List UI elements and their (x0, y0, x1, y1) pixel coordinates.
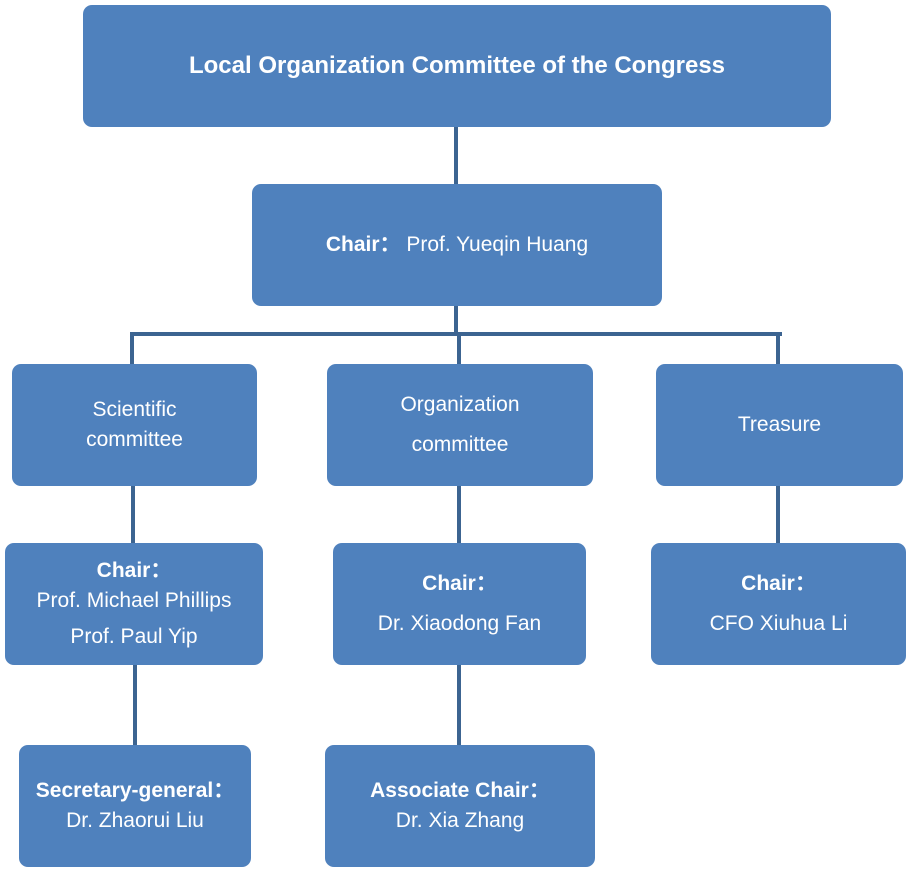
treasure-label: Treasure (737, 413, 822, 436)
connector-scientific-chair (131, 486, 135, 543)
treasure-chair-box: Chair： CFO Xiuhua Li (651, 543, 906, 665)
connector-to-treasure (776, 332, 780, 364)
congress-chair-line: Chair： Prof. Yueqin Huang (326, 230, 588, 260)
scientific-chair-label: Chair： (96, 559, 172, 582)
scientific-committee-line-1: Scientific (92, 398, 177, 421)
organization-chair-box: Chair： Dr. Xiaodong Fan (333, 543, 586, 665)
connector-to-organization (457, 332, 461, 364)
connector-scientific-secretary (133, 665, 137, 745)
scientific-committee-line-2: committee (86, 428, 183, 451)
secretary-general-box: Secretary-general： Dr. Zhaorui Liu (19, 745, 251, 867)
root-committee-title: Local Organization Committee of the Cong… (188, 52, 726, 79)
treasure-chair-label: Chair： (741, 572, 816, 595)
congress-chair-name: Prof. Yueqin Huang (400, 233, 589, 256)
organization-chair-label: Chair： (422, 572, 497, 595)
connector-root-chair (454, 127, 458, 184)
congress-chair-box: Chair： Prof. Yueqin Huang (252, 184, 662, 306)
organization-committee-line-2: committee (411, 433, 509, 456)
associate-chair-name: Dr. Xia Zhang (395, 809, 525, 832)
connector-chair-branch (454, 306, 458, 336)
connector-organization-associate (457, 665, 461, 745)
scientific-committee-box: Scientific committee (12, 364, 257, 486)
scientific-chair-name-2: Prof. Paul Yip (70, 625, 198, 648)
congress-chair-label: Chair： (325, 233, 401, 256)
secretary-general-name: Dr. Zhaorui Liu (66, 809, 204, 832)
organization-chair-name: Dr. Xiaodong Fan (377, 612, 542, 635)
scientific-chair-box: Chair： Prof. Michael Phillips Prof. Paul… (5, 543, 263, 665)
connector-branch-bar (130, 332, 782, 336)
associate-chair-box: Associate Chair： Dr. Xia Zhang (325, 745, 595, 867)
connector-treasure-chair (776, 486, 780, 543)
connector-organization-chair (457, 486, 461, 543)
secretary-general-label: Secretary-general： (35, 779, 235, 802)
treasure-box: Treasure (656, 364, 903, 486)
connector-to-scientific (130, 332, 134, 364)
treasure-chair-name: CFO Xiuhua Li (709, 612, 848, 635)
organization-committee-line-1: Organization (400, 393, 520, 416)
root-committee-box: Local Organization Committee of the Cong… (83, 5, 831, 127)
scientific-chair-name-1: Prof. Michael Phillips (36, 589, 232, 612)
associate-chair-label: Associate Chair： (370, 779, 550, 802)
organization-committee-box: Organization committee (327, 364, 593, 486)
